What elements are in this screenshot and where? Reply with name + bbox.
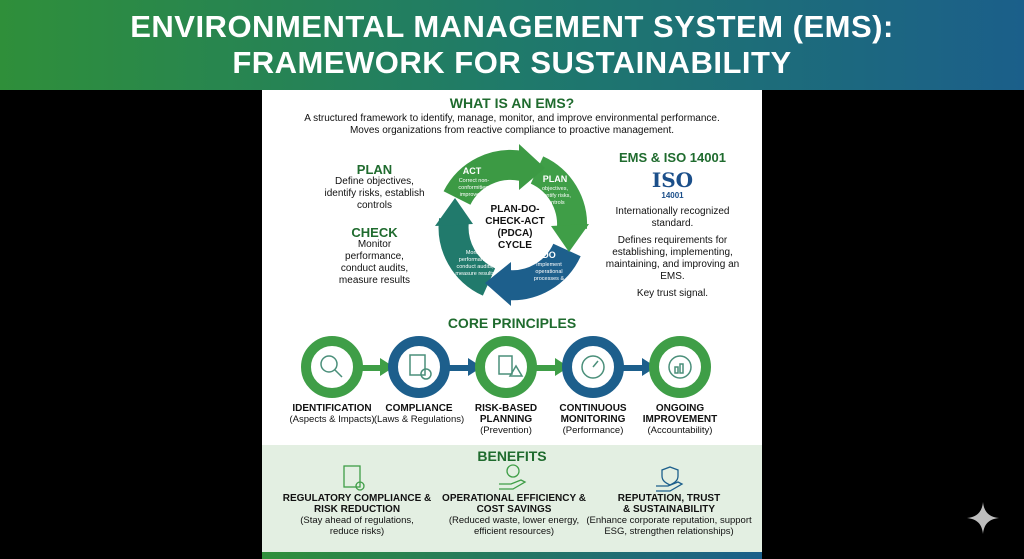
what-heading: WHAT IS AN EMS? — [449, 95, 575, 111]
arrow-head — [435, 198, 473, 226]
principle-sub: (Performance) — [562, 425, 624, 436]
cycle-center: CHECK-ACT — [485, 216, 544, 227]
clipboard-check-icon — [343, 465, 361, 488]
cycle-center: CYCLE — [498, 240, 532, 251]
principle-sub: (Prevention) — [480, 425, 532, 436]
cycle-do-text: Implement — [536, 262, 562, 268]
principle-item: ONGOING IMPROVEMENT(Accountability) — [625, 403, 735, 436]
benefit-title: OPERATIONAL EFFICIENCY & COST SAVINGS — [442, 493, 586, 515]
cycle-check-text: measure results — [455, 271, 494, 277]
left-check: CHECK Monitor performance, conduct audit… — [327, 225, 422, 287]
cycle-plan-text: identify risks, — [539, 193, 571, 199]
title-line-1: ENVIRONMENTAL MANAGEMENT SYSTEM (EMS): — [130, 9, 894, 44]
left-plan-title: PLAN — [356, 162, 393, 177]
iso-text-1: Internationally recognized standard. — [615, 206, 730, 229]
arrow-head — [551, 224, 589, 252]
iso-logo-sub: 14001 — [661, 191, 684, 200]
iso-text-2: Defines requirements for establishing, i… — [605, 235, 740, 282]
principle-sub: (Laws & Regulations) — [373, 414, 465, 425]
principle-title: ONGOING IMPROVEMENT — [642, 403, 718, 425]
principles-heading: CORE PRINCIPLES — [447, 315, 577, 331]
cycle-plan-text: controls — [545, 200, 565, 206]
dollar-hand-icon — [506, 464, 520, 478]
principle-connectors — [357, 358, 656, 376]
what-line-2: Moves organizations from reactive compli… — [349, 125, 675, 136]
principle-sub: (Accountability) — [647, 425, 713, 436]
benefit-item: REGULATORY COMPLIANCE & RISK REDUCTION(S… — [272, 493, 442, 537]
iso-section: EMS & ISO 14001 ISO 14001 Internationall… — [600, 150, 745, 300]
act-arc — [443, 149, 525, 206]
principle-title: COMPLIANCE — [385, 403, 453, 414]
do-arc — [505, 243, 581, 301]
cycle-plan-title: PLAN — [543, 174, 568, 184]
principle-sub: (Aspects & Impacts) — [289, 414, 375, 425]
principle-title: RISK-BASED PLANNING — [474, 403, 538, 425]
left-check-title: CHECK — [351, 225, 398, 240]
principles-icons — [301, 336, 711, 398]
cycle-center: PLAN-DO- — [491, 204, 540, 215]
benefit-icons — [343, 464, 684, 492]
cycle-check-text: performance, — [459, 257, 492, 263]
title-line-2: FRAMEWORK FOR SUSTAINABILITY — [232, 45, 792, 80]
pdca-cycle: ACT Correct non- conformities, improve t… — [435, 144, 589, 306]
infographic-panel: WHAT IS AN EMS? A structured framework t… — [262, 90, 762, 559]
magnifier-person-icon — [301, 336, 363, 398]
cycle-do-title: DO — [542, 250, 556, 260]
cycle-act-text: improve the — [460, 192, 489, 198]
arrow-head — [485, 262, 511, 306]
left-plan: PLAN Define objectives, identify risks, … — [322, 162, 427, 212]
cycle-plan-text: objectives, — [542, 186, 568, 192]
what-line-1: A structured framework to identify, mana… — [304, 113, 720, 124]
document-check-icon — [388, 336, 450, 398]
benefit-title: REPUTATION, TRUST & SUSTAINABILITY — [617, 493, 721, 515]
benefit-title: REGULATORY COMPLIANCE & RISK REDUCTION — [282, 493, 432, 515]
benefit-sub: (Stay ahead of regulations, reduce risks… — [300, 515, 414, 537]
principle-title: CONTINUOUS MONITORING — [559, 403, 627, 425]
footer-bar — [262, 552, 762, 559]
principle-item: COMPLIANCE(Laws & Regulations) — [364, 403, 474, 425]
cycle-do-text: processes & — [534, 276, 565, 282]
title-banner: ENVIRONMENTAL MANAGEMENT SYSTEM (EMS): F… — [0, 0, 1024, 90]
cycle-check-text: conduct audits, — [457, 264, 494, 270]
cycle-do-text: operational — [535, 269, 562, 275]
sparkle-icon — [967, 502, 999, 534]
benefit-item: REPUTATION, TRUST & SUSTAINABILITY(Enhan… — [584, 493, 754, 537]
clipboard-warning-icon — [475, 336, 537, 398]
iso-text-3: Key trust signal. — [636, 288, 709, 299]
left-check-text: Monitor performance, conduct audits, mea… — [338, 239, 411, 286]
benefit-sub: (Reduced waste, lower energy, efficient … — [448, 515, 580, 537]
benefit-item: OPERATIONAL EFFICIENCY & COST SAVINGS(Re… — [429, 493, 599, 537]
cycle-act-text: conformities, — [458, 185, 490, 191]
cycle-center: (PDCA) — [498, 228, 533, 239]
cycle-act-title: ACT — [463, 166, 482, 176]
principle-title: IDENTIFICATION — [292, 403, 372, 414]
principle-item: RISK-BASED PLANNING(Prevention) — [451, 403, 561, 436]
iso-heading: EMS & ISO 14001 — [619, 150, 726, 165]
cycle-act-text: Correct non- — [459, 178, 490, 184]
benefits-section: BENEFITS — [262, 445, 762, 552]
arrow-head — [519, 144, 545, 190]
iso-logo: ISO — [651, 168, 694, 192]
what-description: A structured framework to identify, mana… — [262, 113, 762, 137]
plan-arc — [530, 156, 588, 229]
check-arc — [438, 218, 496, 296]
principle-item: CONTINUOUS MONITORING(Performance) — [538, 403, 648, 436]
principle-item: IDENTIFICATION(Aspects & Impacts) — [277, 403, 387, 425]
left-plan-text: Define objectives, identify risks, estab… — [324, 176, 425, 211]
cycle-check-text: Monitor — [466, 250, 485, 256]
benefit-sub: (Enhance corporate reputation, support E… — [586, 515, 752, 537]
benefits-heading: BENEFITS — [477, 448, 547, 464]
